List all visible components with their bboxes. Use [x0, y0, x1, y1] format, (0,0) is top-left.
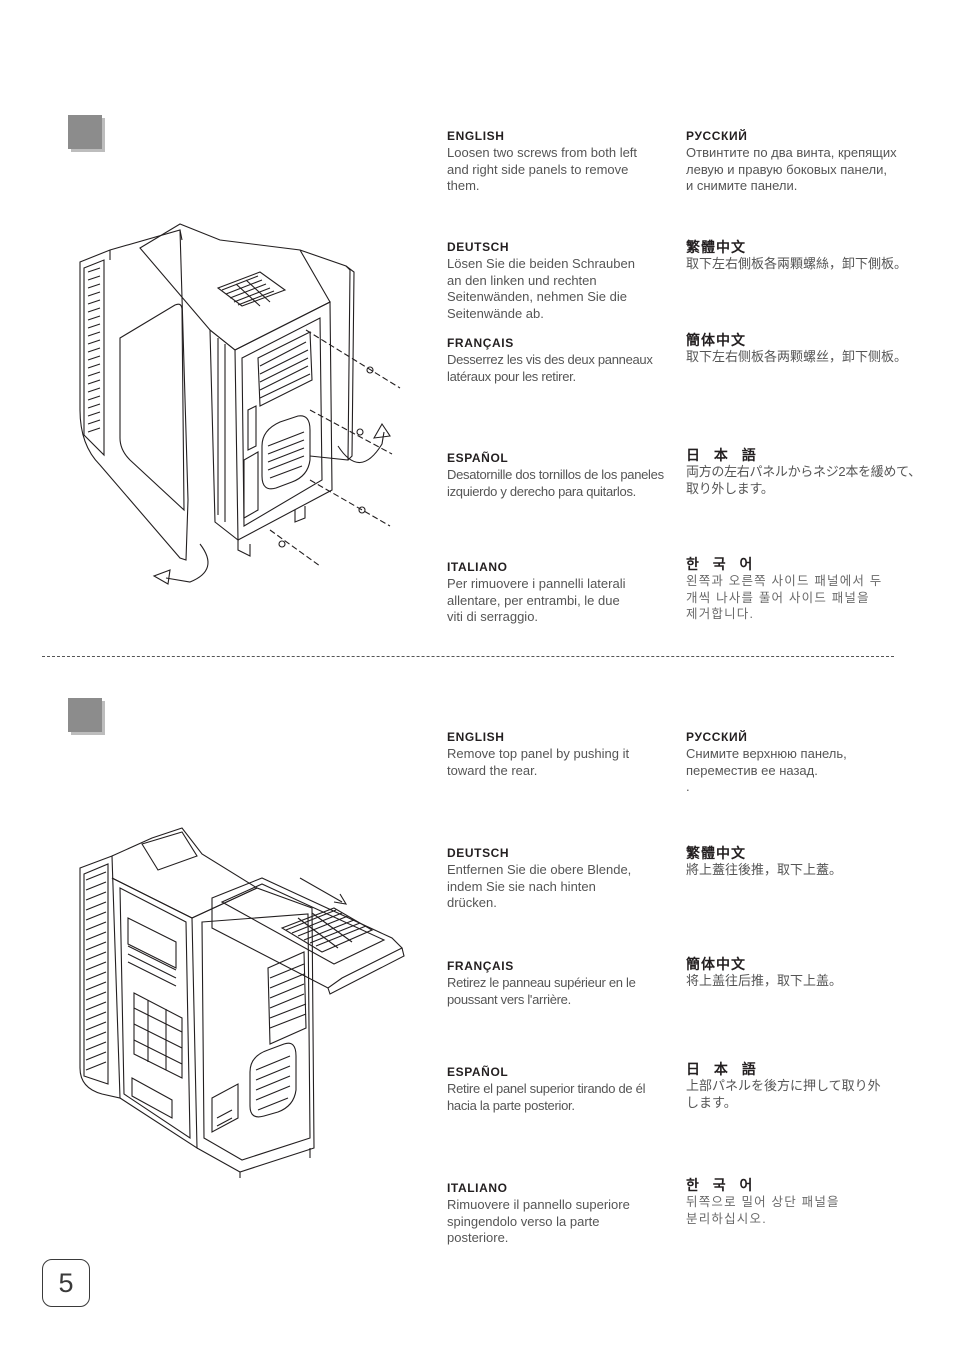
instruction-text: Entfernen Sie die obere Blende, indem Si… — [447, 862, 632, 910]
step-2-chinese-traditional: 繁體中文 將上蓋往後推，取下上蓋。 — [686, 846, 926, 879]
step-2-marker — [68, 698, 102, 732]
instruction-text: Lösen Sie die beiden Schrauben an den li… — [447, 256, 635, 321]
lang-title: ESPAÑOL — [447, 1065, 509, 1079]
step-2-english: ENGLISH Remove top panel by pushing it t… — [447, 730, 673, 779]
instruction-text: 뒤쪽으로 밀어 상단 패널을 분리하십시오. — [686, 1195, 840, 1226]
step-1-korean: 한 국 어 왼쪽과 오른쪽 사이드 패널에서 두 개씩 나사를 풀어 사이드 패… — [686, 557, 926, 623]
instruction-text: Rimuovere il pannello superiore spingend… — [447, 1197, 630, 1245]
instruction-text: 取下左右侧板各两颗螺丝，卸下侧板。 — [686, 349, 908, 364]
instruction-text: Отвинтите по два винта, крепящих левую и… — [686, 145, 897, 193]
instruction-text: 取下左右側板各兩顆螺絲，卸下側板。 — [686, 256, 908, 271]
step-2-italian: ITALIANO Rimuovere il pannello superiore… — [447, 1181, 673, 1247]
step-2-russian: РУССКИЙ Снимите верхнюю панель, перемест… — [686, 730, 926, 796]
lang-title: 한 국 어 — [686, 1177, 758, 1193]
step-1-italian: ITALIANO Per rimuovere i pannelli latera… — [447, 560, 673, 626]
instruction-text: 両方の左右パネルからネジ2本を緩めて、 取り外します。 — [686, 464, 921, 496]
instruction-text: Per rimuovere i pannelli laterali allent… — [447, 576, 626, 624]
instruction-text: Loosen two screws from both left and rig… — [447, 145, 638, 193]
step-1-chinese-traditional: 繁體中文 取下左右側板各兩顆螺絲，卸下側板。 — [686, 240, 926, 273]
step-1-chinese-simplified: 簡体中文 取下左右侧板各两颗螺丝，卸下侧板。 — [686, 333, 926, 366]
instruction-text: Снимите верхнюю панель, переместив ее на… — [686, 746, 847, 794]
lang-title: ITALIANO — [447, 560, 508, 574]
step-1-marker — [68, 115, 102, 149]
lang-title: РУССКИЙ — [686, 730, 748, 744]
lang-title: FRANÇAIS — [447, 959, 514, 973]
step-2-french: FRANÇAIS Retirez le panneau supérieur en… — [447, 959, 673, 1008]
step-1-spanish: ESPAÑOL Desatornille dos tornillos de lo… — [447, 451, 679, 500]
step-1-french: FRANÇAIS Desserrez les vis des deux pann… — [447, 336, 673, 385]
step-2-japanese: 日 本 語 上部パネルを後方に押して取り外 します。 — [686, 1062, 926, 1111]
instruction-text: 上部パネルを後方に押して取り外 します。 — [686, 1078, 881, 1110]
lang-title: DEUTSCH — [447, 240, 510, 254]
instruction-text: 왼쪽과 오른쪽 사이드 패널에서 두 개씩 나사를 풀어 사이드 패널을 제거합… — [686, 574, 883, 621]
side-panel-removal-illustration — [70, 210, 410, 600]
step-2-german: DEUTSCH Entfernen Sie die obere Blende, … — [447, 846, 673, 912]
lang-title: ENGLISH — [447, 129, 505, 143]
lang-title: 日 本 語 — [686, 447, 761, 463]
instruction-text: Remove top panel by pushing it toward th… — [447, 746, 630, 778]
lang-title: FRANÇAIS — [447, 336, 514, 350]
lang-title: ESPAÑOL — [447, 451, 509, 465]
instruction-text: Retire el panel superior tirando de él h… — [447, 1081, 646, 1113]
lang-title: РУССКИЙ — [686, 129, 748, 143]
lang-title: 簡体中文 — [686, 956, 746, 972]
step-1-german: DEUTSCH Lösen Sie die beiden Schrauben a… — [447, 240, 673, 322]
lang-title: DEUTSCH — [447, 846, 510, 860]
instruction-text: 將上蓋往後推，取下上蓋。 — [686, 862, 843, 877]
lang-title: 繁體中文 — [686, 239, 746, 255]
lang-title: 繁體中文 — [686, 845, 746, 861]
lang-title: ITALIANO — [447, 1181, 508, 1195]
step-2-korean: 한 국 어 뒤쪽으로 밀어 상단 패널을 분리하십시오. — [686, 1178, 926, 1227]
top-panel-removal-illustration — [72, 818, 412, 1178]
lang-title: 한 국 어 — [686, 556, 758, 572]
instruction-text: Retirez le panneau supérieur en le pouss… — [447, 975, 636, 1007]
lang-title: 簡体中文 — [686, 332, 746, 348]
lang-title: 日 本 語 — [686, 1061, 761, 1077]
step-2-chinese-simplified: 簡体中文 将上盖往后推，取下上盖。 — [686, 957, 926, 990]
page-number: 5 — [42, 1259, 90, 1307]
step-1-russian: РУССКИЙ Отвинтите по два винта, крепящих… — [686, 129, 926, 195]
lang-title: ENGLISH — [447, 730, 505, 744]
step-1-english: ENGLISH Loosen two screws from both left… — [447, 129, 673, 195]
section-divider — [42, 656, 894, 657]
instruction-text: 将上盖往后推，取下上盖。 — [686, 973, 843, 988]
instruction-text: Desserrez les vis des deux panneaux laté… — [447, 352, 653, 384]
step-2-spanish: ESPAÑOL Retire el panel superior tirando… — [447, 1065, 679, 1114]
step-1-japanese: 日 本 語 両方の左右パネルからネジ2本を緩めて、 取り外します。 — [686, 448, 932, 497]
instruction-text: Desatornille dos tornillos de los panele… — [447, 467, 664, 499]
